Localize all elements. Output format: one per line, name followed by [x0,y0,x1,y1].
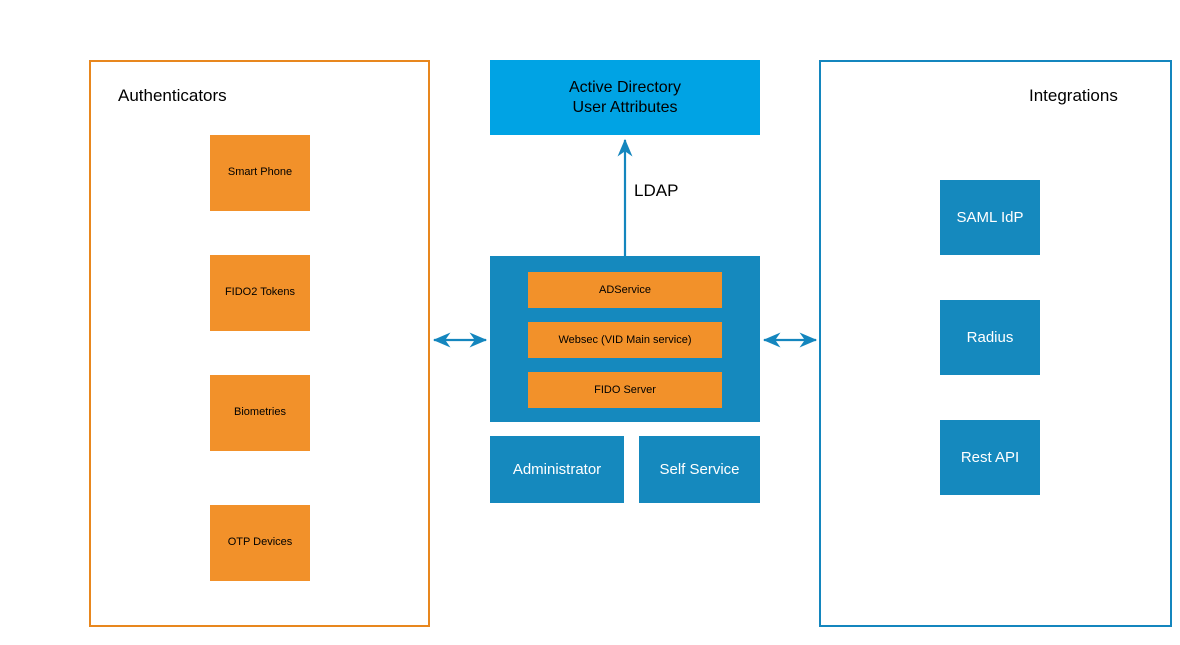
node-active-directory[interactable]: Active Directory User Attributes [490,60,760,135]
panel-integrations-title: Integrations [1029,86,1118,105]
node-self-service[interactable]: Self Service [639,436,760,503]
node-biometries[interactable]: Biometries [210,375,310,451]
panel-authenticators-title: Authenticators [118,86,227,105]
node-fido2-tokens[interactable]: FIDO2 Tokens [210,255,310,331]
node-radius[interactable]: Radius [940,300,1040,375]
connector-ldap-label: LDAP [634,181,679,200]
node-saml-idp[interactable]: SAML IdP [940,180,1040,255]
node-administrator[interactable]: Administrator [490,436,624,503]
node-rest-api[interactable]: Rest API [940,420,1040,495]
panel-integrations [819,60,1172,627]
node-fido-server[interactable]: FIDO Server [528,372,722,408]
node-adservice[interactable]: ADService [528,272,722,308]
node-otp-devices[interactable]: OTP Devices [210,505,310,581]
active-directory-line2: User Attributes [572,98,678,116]
panel-authenticators [89,60,430,627]
node-websec[interactable]: Websec (VID Main service) [528,322,722,358]
node-smart-phone[interactable]: Smart Phone [210,135,310,211]
active-directory-line1: Active Directory [568,79,682,97]
